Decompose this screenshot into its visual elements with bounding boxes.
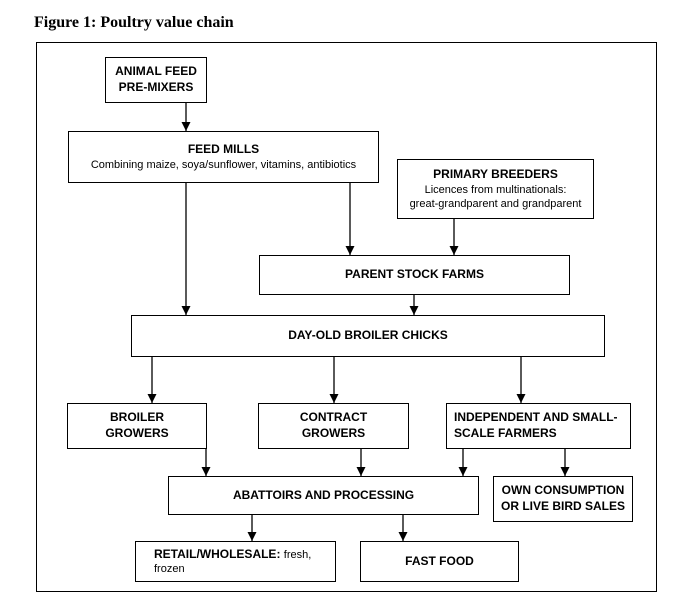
primary-breeders-title: PRIMARY BREEDERS: [433, 166, 558, 181]
abattoirs-processing-box: ABATTOIRS AND PROCESSING: [168, 476, 479, 515]
retail-wholesale-detail1: fresh,: [283, 548, 312, 561]
retail-wholesale-detail2: frozen: [154, 562, 185, 575]
feed-mills-box: FEED MILLS Combining maize, soya/sunflow…: [68, 131, 379, 183]
animal-feed-premixers-line2: PRE-MIXERS: [118, 80, 194, 94]
contract-growers-line2: GROWERS: [301, 426, 366, 440]
animal-feed-premixers-box: ANIMAL FEED PRE-MIXERS: [105, 57, 207, 103]
fast-food-box: FAST FOOD: [360, 541, 519, 582]
parent-stock-farms-box: PARENT STOCK FARMS: [259, 255, 570, 295]
independent-farmers-line2: SCALE FARMERS: [454, 426, 557, 440]
broiler-growers-line2: GROWERS: [105, 426, 169, 440]
day-old-broiler-chicks-box: DAY-OLD BROILER CHICKS: [131, 315, 605, 357]
contract-growers-line1: CONTRACT: [299, 410, 368, 425]
retail-wholesale-box: RETAIL/WHOLESALE: fresh, frozen: [135, 541, 336, 582]
retail-wholesale-title: RETAIL/WHOLESALE:: [154, 546, 281, 561]
fast-food-title: FAST FOOD: [405, 553, 474, 568]
independent-farmers-box: INDEPENDENT AND SMALL- SCALE FARMERS: [446, 403, 631, 449]
own-consumption-line2: OR LIVE BIRD SALES: [500, 499, 625, 513]
parent-stock-farms-title: PARENT STOCK FARMS: [345, 267, 484, 282]
day-old-broiler-chicks-title: DAY-OLD BROILER CHICKS: [288, 328, 448, 343]
feed-mills-title: FEED MILLS: [187, 142, 260, 157]
diagram-frame: [36, 42, 657, 592]
abattoirs-processing-title: ABATTOIRS AND PROCESSING: [232, 487, 415, 502]
contract-growers-box: CONTRACT GROWERS: [258, 403, 409, 449]
own-consumption-box: OWN CONSUMPTION OR LIVE BIRD SALES: [493, 476, 633, 522]
figure-title: Figure 1: Poultry value chain: [34, 14, 234, 31]
independent-farmers-line1: INDEPENDENT AND SMALL-: [454, 410, 618, 425]
primary-breeders-box: PRIMARY BREEDERS Licences from multinati…: [397, 159, 594, 219]
broiler-growers-line1: BROILER: [110, 410, 164, 425]
primary-breeders-detail1: Licences from multinationals:: [424, 183, 567, 196]
own-consumption-line1: OWN CONSUMPTION: [501, 483, 625, 498]
retail-wholesale-line1: RETAIL/WHOLESALE: fresh,: [154, 547, 311, 563]
animal-feed-premixers-line1: ANIMAL FEED: [115, 64, 197, 79]
feed-mills-detail: Combining maize, soya/sunflower, vitamin…: [90, 158, 357, 171]
primary-breeders-detail2: great-grandparent and grandparent: [409, 197, 582, 210]
broiler-growers-box: BROILER GROWERS: [67, 403, 207, 449]
